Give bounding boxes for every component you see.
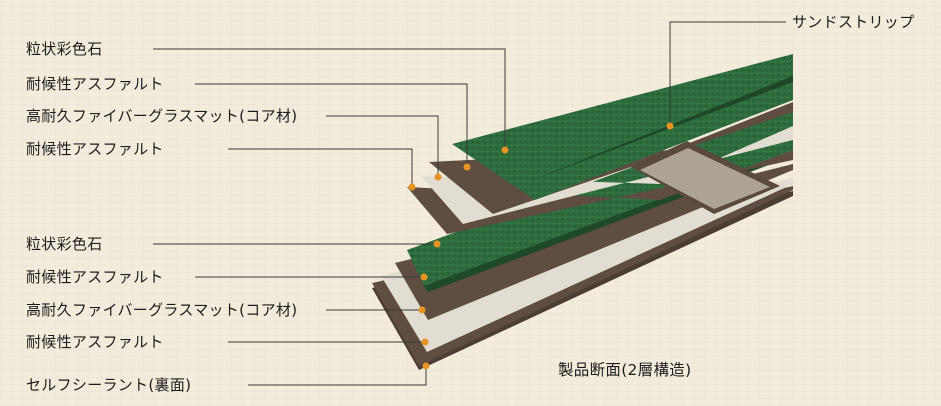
marker-lower-3 bbox=[418, 306, 426, 314]
leader-upper-1 bbox=[153, 48, 506, 150]
label-lower-asphalt-bottom: 耐候性アスファルト bbox=[26, 333, 164, 351]
label-lower-asphalt-top: 耐候性アスファルト bbox=[26, 268, 164, 286]
leader-upper-4 bbox=[228, 148, 413, 187]
leader-lower-5 bbox=[248, 366, 427, 386]
marker-upper-4 bbox=[408, 183, 416, 191]
leader-upper-2 bbox=[195, 83, 468, 167]
marker-upper-1 bbox=[501, 146, 509, 154]
marker-upper-3 bbox=[434, 173, 442, 181]
lower-asphalt-top bbox=[395, 164, 793, 320]
label-upper-asphalt-bottom: 耐候性アスファルト bbox=[26, 140, 164, 158]
upper-granule-top bbox=[452, 54, 793, 200]
marker-lower-2 bbox=[420, 273, 428, 281]
granule-cutout-inner bbox=[640, 148, 770, 209]
diagram-caption: 製品断面(2層構造) bbox=[558, 361, 692, 379]
marker-lower-4 bbox=[421, 338, 429, 346]
marker-lower-5 bbox=[422, 362, 430, 370]
leader-lines bbox=[153, 21, 786, 386]
marker-lower-1 bbox=[433, 240, 441, 248]
label-sand-strip: サンドストリップ bbox=[792, 13, 915, 31]
label-lower-granules: 粒状彩色石 bbox=[26, 235, 103, 253]
upper-shingle bbox=[407, 54, 793, 234]
marker-upper-2 bbox=[463, 163, 471, 171]
lower-fiberglass-mat bbox=[381, 178, 793, 352]
leader-sand-strip bbox=[669, 21, 786, 126]
label-upper-asphalt-top: 耐候性アスファルト bbox=[26, 75, 164, 93]
leader-upper-3 bbox=[326, 115, 439, 177]
label-self-sealant: セルフシーラント(裏面) bbox=[26, 376, 192, 394]
layer-markers bbox=[408, 122, 674, 370]
label-lower-fiberglass: 高耐久ファイバーグラスマット(コア材) bbox=[26, 301, 298, 319]
label-upper-granules: 粒状彩色石 bbox=[26, 40, 103, 58]
marker-sand-strip bbox=[666, 122, 674, 130]
sand-strip bbox=[520, 76, 793, 185]
label-upper-fiberglass: 高耐久ファイバーグラスマット(コア材) bbox=[26, 107, 298, 125]
